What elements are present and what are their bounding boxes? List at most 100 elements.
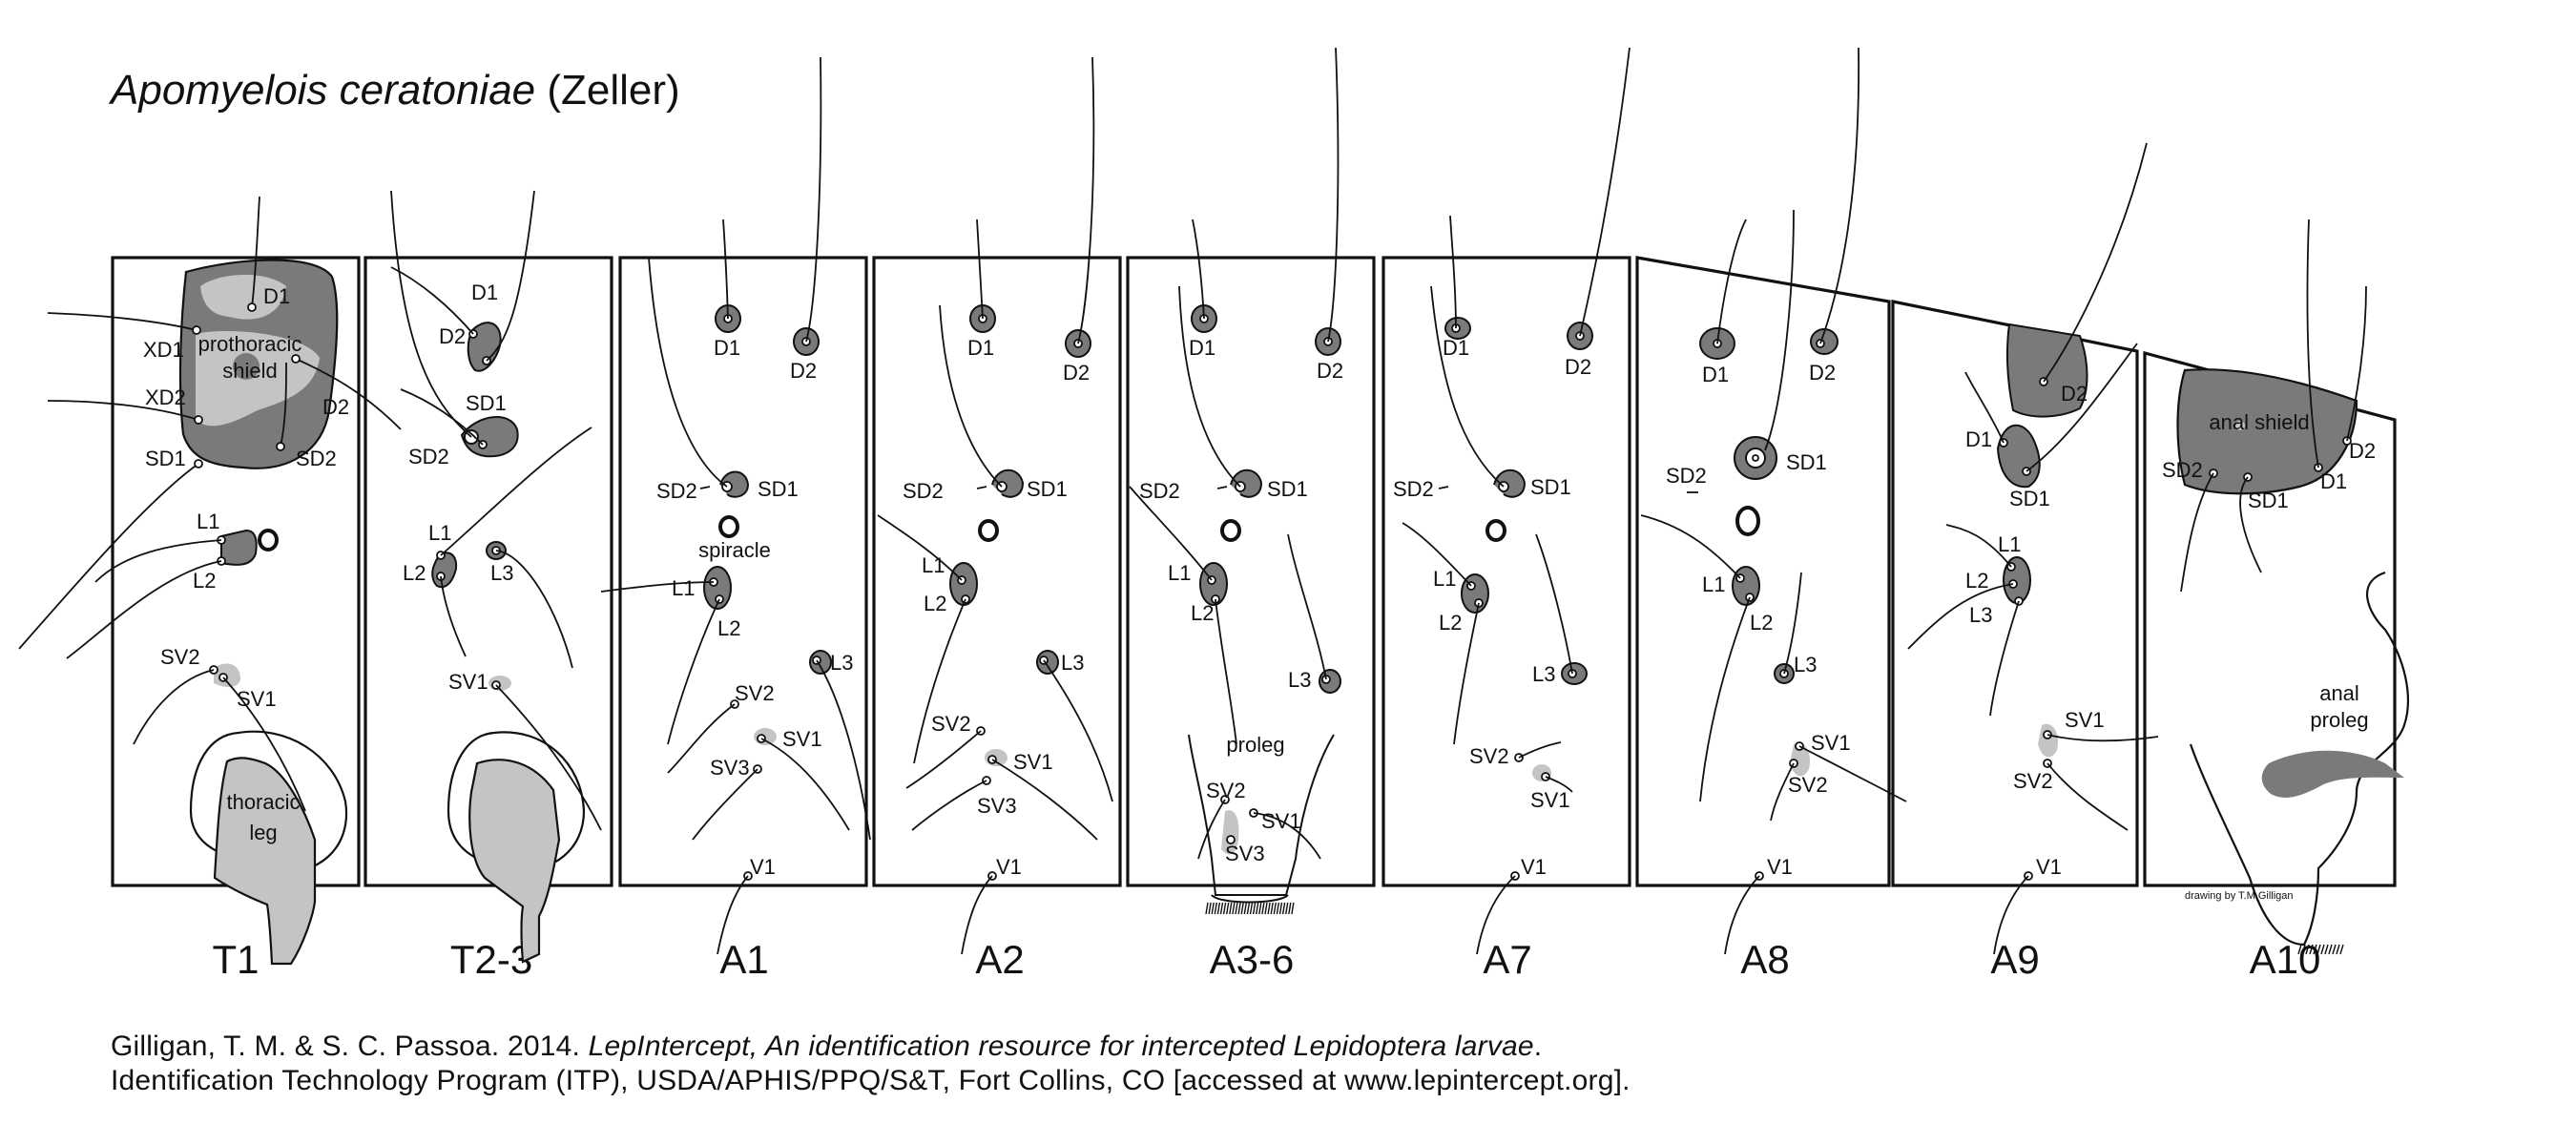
segment-frame-a1 (618, 256, 868, 887)
seta-hair (18, 463, 199, 650)
seta-label-a9-d1: D1 (1965, 427, 1992, 451)
shield-pattern (200, 274, 286, 320)
seta-hair (2306, 219, 2319, 468)
seta-label-a9-l3: L3 (1969, 603, 1992, 627)
seta-hair (1783, 572, 1802, 675)
seta-label-a3-6-l2: L2 (1191, 601, 1214, 625)
seta-label-a8-sv2: SV2 (1788, 773, 1828, 797)
pinaculum-sd1 (1493, 468, 1527, 498)
seta-base (276, 442, 285, 451)
seta-hair (816, 659, 871, 841)
seta-hair (1798, 745, 1907, 802)
seta-label-t1-d2: D2 (322, 395, 349, 419)
seta-label-a1-l1: L1 (672, 576, 695, 600)
seta-hair (66, 560, 222, 659)
seta-hair (648, 257, 728, 488)
drawing-credit: drawing by T.M.Gilligan (2185, 890, 2294, 902)
seta-hair (1535, 533, 1573, 675)
seta-hair (495, 684, 602, 831)
seta-label-a8-sd1: SD1 (1786, 450, 1827, 474)
seta-label-a1-d1: D1 (714, 336, 740, 360)
structure-label-anal-shield: anal shield (2209, 410, 2309, 434)
seta-hair (390, 190, 472, 438)
seta-label-a7-sv2: SV2 (1469, 744, 1509, 768)
anal-shield (2176, 368, 2358, 495)
seta-label-a3-6-sd2: SD2 (1139, 479, 1180, 503)
seta-hair (1327, 47, 1340, 343)
seta-label-t2-3-l3: L3 (490, 561, 513, 585)
seta-hair (1764, 209, 1795, 451)
segment-label-a7: A7 (1483, 937, 1531, 982)
seta-hair (222, 677, 306, 812)
seta-label-a2-d1: D1 (967, 336, 994, 360)
citation-work-title: LepIntercept, An identification resource… (588, 1030, 1534, 1062)
seta-label-t1-xd1: XD1 (143, 338, 184, 362)
seta-label-a10-d1: D1 (2320, 469, 2347, 493)
seta-hair (2025, 343, 2138, 472)
seta-label-a2-sd1: SD1 (1027, 477, 1068, 501)
species-author: (Zeller) (547, 67, 680, 114)
seta-label-a3-6-sv1: SV1 (1261, 809, 1301, 833)
seta-hair (1430, 285, 1505, 488)
segment-label-a8: A8 (1740, 937, 1789, 982)
seta-hair (1989, 600, 2020, 717)
seta-sd2-small (976, 486, 987, 489)
seta-label-t1-sd2: SD2 (296, 447, 337, 470)
anal-proleg-pattern (2261, 750, 2404, 798)
seta-label-t1-d1: D1 (263, 284, 290, 308)
seta-label-t2-3-l1: L1 (428, 521, 451, 545)
pinaculum-l1 (220, 529, 258, 566)
seta-label-a10-d2: D2 (2349, 439, 2376, 463)
seta-label-t1-sv1: SV1 (237, 687, 277, 711)
seta-hair (760, 738, 850, 831)
spiracle (258, 529, 279, 552)
seta-hair (1819, 47, 1860, 344)
seta-hair (2046, 734, 2159, 742)
seta-label-a8-v1: V1 (1767, 855, 1793, 879)
seta-label-a2-l3: L3 (1061, 651, 1084, 675)
seta-hair (976, 219, 984, 320)
seta-label-t1-l2: L2 (193, 569, 216, 593)
seta-label-a7-l3: L3 (1532, 662, 1555, 686)
seta-hair (1453, 602, 1480, 745)
seta-hair (600, 581, 715, 593)
seta-label-a1-sd1: SD1 (758, 477, 799, 501)
seta-hair (1449, 215, 1457, 329)
seta-label-a8-sd2: SD2 (1666, 464, 1707, 488)
proleg-crochets (1205, 902, 1295, 915)
segment-label-a9: A9 (1990, 937, 2039, 982)
seta-label-a7-v1: V1 (1521, 855, 1547, 879)
seta-label-t2-3-l2: L2 (403, 561, 426, 585)
seta-sd2-small (1216, 486, 1228, 489)
seta-hair (1579, 47, 1631, 337)
seta-label-t1-sv2: SV2 (160, 645, 200, 669)
seta-base (1752, 454, 1759, 462)
seta-label-a3-6-l1: L1 (1168, 561, 1191, 585)
seta-label-a9-sd1: SD1 (2009, 487, 2050, 510)
segment-frame-a7 (1381, 256, 1631, 887)
seta-label-a3-6-sv2: SV2 (1206, 779, 1246, 802)
seta-hair (722, 219, 729, 320)
seta-hair (667, 598, 720, 745)
seta-label-a7-sd2: SD2 (1393, 477, 1434, 501)
seta-label-a1-v1: V1 (750, 855, 776, 879)
thoracic-leg (468, 759, 561, 964)
seta-hair (47, 312, 197, 331)
seta-label-a1-sd2: SD2 (656, 479, 697, 503)
segment-frame-a8 (1635, 256, 1891, 887)
proleg-outline (1188, 734, 1335, 896)
seta-label-a1-sv3: SV3 (710, 756, 750, 780)
seta-hair (1964, 371, 2005, 444)
seta-hair (1077, 56, 1095, 344)
seta-hair (1993, 875, 2029, 955)
seta-hair (911, 780, 987, 831)
segment-label-a1: A1 (719, 937, 768, 982)
pinaculum-sd1 (1230, 468, 1263, 498)
seta-hair (1724, 875, 1760, 955)
seta-label-a2-l2: L2 (924, 592, 946, 615)
pinaculum-l1-l2 (703, 566, 732, 610)
seta-label-a7-d2: D2 (1565, 355, 1591, 379)
seta-label-a8-d2: D2 (1809, 361, 1836, 385)
